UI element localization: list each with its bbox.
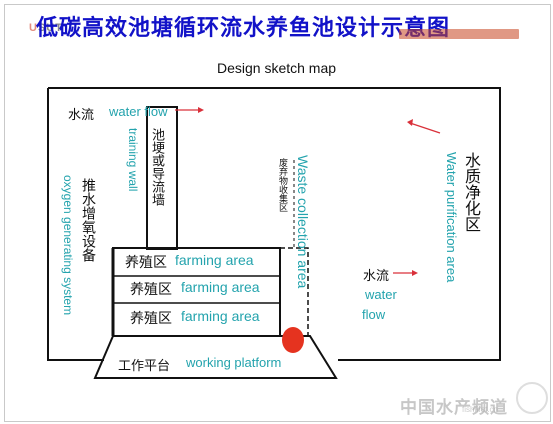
training-wall-label-zh: 池埂或导流墙 <box>149 128 164 206</box>
arrow-top-left-head <box>198 107 204 113</box>
waste-area-label-en: Waste collection area <box>295 155 311 289</box>
water-flow-right-en-2: flow <box>362 307 386 322</box>
outlet-circle <box>282 327 304 353</box>
water-flow-label-en: water flow <box>109 104 168 119</box>
working-platform-en: working platform <box>186 355 282 370</box>
slide-frame <box>4 4 551 422</box>
farming-area-1-en: farming area <box>175 252 254 268</box>
waste-area-label-zh: 废弃物收集区 <box>277 158 287 212</box>
purification-label-en: Water purification area <box>444 152 459 283</box>
arrow-right-flow-head <box>412 270 418 276</box>
farming-area-3-zh: 养殖区 <box>130 311 172 327</box>
training-wall-label-en: training wall <box>126 128 140 192</box>
oxygen-system-label-zh: 推水增氧设备 <box>80 178 96 262</box>
watermark-text: 中国水产频道 <box>400 398 508 418</box>
water-flow-right-zh: 水流 <box>363 269 390 284</box>
page-title: 低碳高效池塘循环流水养鱼池设计示意图 <box>36 16 451 41</box>
purification-label-zh: 水质净化区 <box>462 152 481 232</box>
arrow-top-right-head <box>407 119 413 126</box>
header-banner <box>399 29 519 39</box>
arrow-top-right <box>409 122 441 134</box>
water-flow-label-zh: 水流 <box>68 108 95 123</box>
working-platform-zh: 工作平台 <box>118 359 171 374</box>
farming-area-1-zh: 养殖区 <box>125 255 167 271</box>
farming-area-2-zh: 养殖区 <box>130 282 172 298</box>
pond-outline-left <box>47 88 104 361</box>
farming-area-2-en: farming area <box>181 279 260 295</box>
oxygen-system-label-en: oxygen generating system <box>61 175 75 316</box>
company-logo: USUT <box>29 22 63 34</box>
water-flow-right-en-1: water <box>365 287 397 302</box>
diagram-subtitle: Design sketch map <box>216 60 337 76</box>
watermark-url: fishfirst.cn <box>462 405 499 414</box>
watermark-logo-icon <box>516 382 548 414</box>
working-platform <box>93 335 338 379</box>
farming-area-3-en: farming area <box>181 308 260 324</box>
pond-outline <box>48 87 501 361</box>
